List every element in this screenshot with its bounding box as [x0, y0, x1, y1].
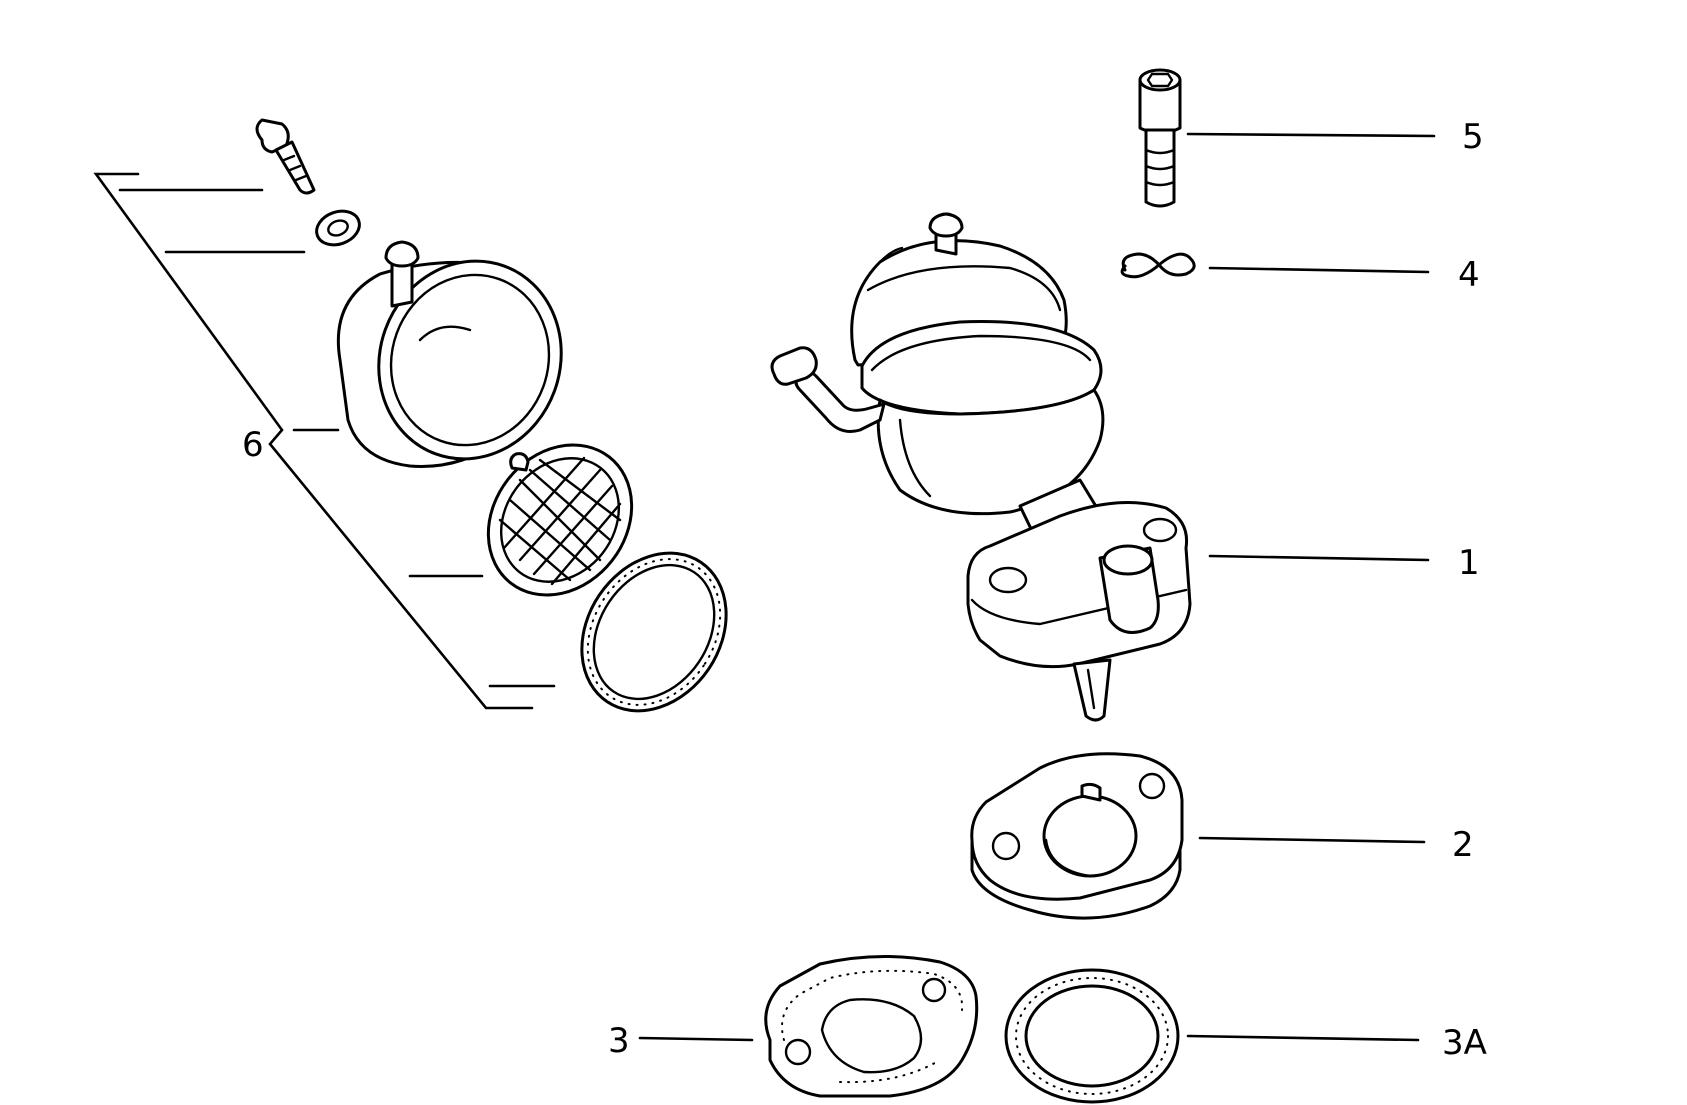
part-4-washer	[1120, 252, 1196, 279]
kit-bracket	[93, 172, 556, 710]
callout-5: 5	[1462, 117, 1484, 157]
part-1-fuel-pump	[770, 212, 1192, 722]
leader-lines	[638, 132, 1436, 1042]
callout-3a: 3A	[1442, 1023, 1487, 1063]
part-3-gasket	[764, 955, 979, 1098]
part-5-bolt	[1138, 68, 1182, 208]
callout-1: 1	[1458, 543, 1480, 583]
callout-6: 6	[242, 425, 264, 465]
part-6-kit	[255, 118, 728, 713]
callout-4: 4	[1458, 255, 1480, 295]
callout-2: 2	[1452, 825, 1474, 865]
callout-labels: 5 4 1 2 3A 3 6	[242, 117, 1487, 1063]
part-3a-sealing-ring	[1004, 968, 1180, 1104]
callout-3: 3	[608, 1021, 630, 1061]
part-2-flange	[970, 752, 1184, 920]
